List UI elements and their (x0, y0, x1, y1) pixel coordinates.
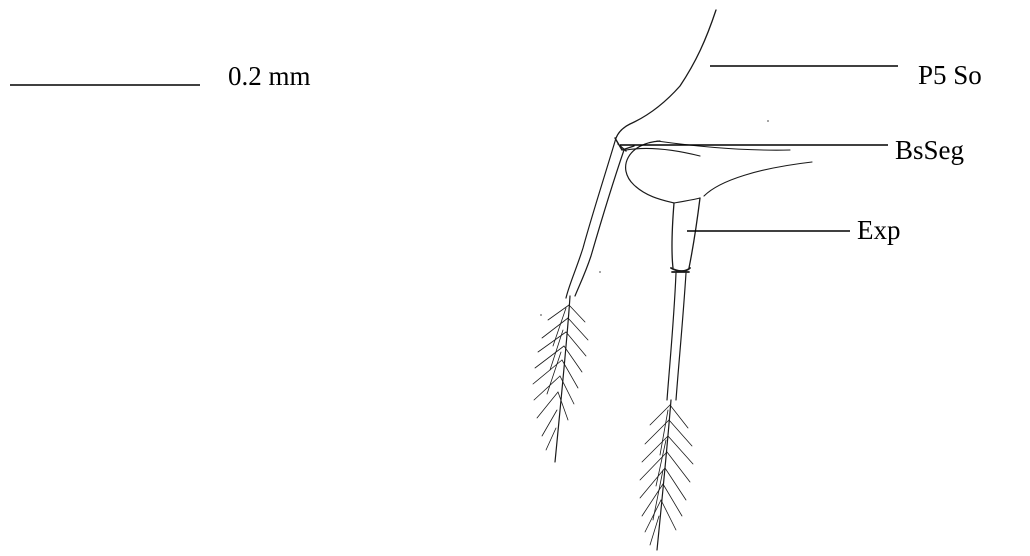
basal-lobe-lower (704, 162, 812, 196)
label-bsseg: BsSeg (895, 135, 964, 165)
exopod-top-band (674, 198, 700, 203)
exopod-stalk-right (676, 273, 686, 400)
exopod-outer-right (689, 198, 700, 268)
exopod-outer-left (672, 203, 674, 268)
body-outline (616, 10, 716, 138)
label-p5-so: P5 So (918, 60, 982, 90)
left-seta-plumes (533, 305, 588, 450)
scale-bar-label: 0.2 mm (228, 61, 311, 91)
label-exp: Exp (857, 215, 901, 245)
specks (540, 120, 769, 316)
left-ramus-inner (575, 150, 624, 296)
left-ramus-outer (566, 138, 616, 298)
body-wall (626, 148, 700, 156)
exopod-seta-plumes (640, 405, 693, 545)
exopod-stalk-left (667, 273, 676, 400)
basal-segment (626, 141, 674, 203)
exopod-node (671, 268, 690, 272)
